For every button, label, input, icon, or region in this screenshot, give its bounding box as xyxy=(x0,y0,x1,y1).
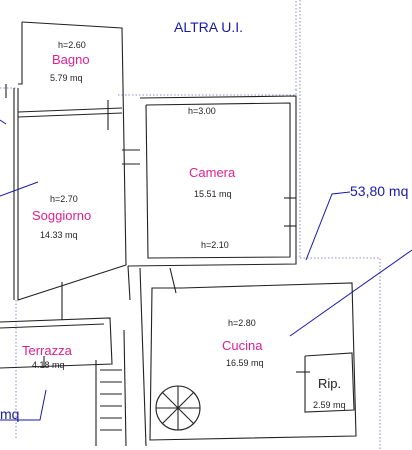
soggiorno-name: Soggiorno xyxy=(32,208,92,223)
interior-walls xyxy=(0,21,357,447)
ripostiglio-area: 2.59 mq xyxy=(313,400,346,410)
camera-height-top: h=3.00 xyxy=(188,106,216,116)
cucina-height: h=2.80 xyxy=(228,318,256,328)
soggiorno-area: 14.33 mq xyxy=(40,230,78,240)
bagno-area: 5.79 mq xyxy=(50,73,83,83)
terrazza-name: Terrazza xyxy=(22,343,72,358)
total-area-right: 53,80 mq xyxy=(350,183,409,199)
bagno-height: h=2.60 xyxy=(58,40,86,50)
cucina-name: Cucina xyxy=(222,338,263,353)
other-unit-label: ALTRA U.I. xyxy=(174,19,243,35)
ripostiglio-name: Rip. xyxy=(318,376,342,391)
camera-height-bottom: h=2.10 xyxy=(201,240,229,250)
camera-name: Camera xyxy=(189,165,236,180)
terrazza-area: 4.18 mq xyxy=(32,360,65,370)
area-leader-lines xyxy=(0,119,412,421)
bagno-name: Bagno xyxy=(52,52,90,67)
cucina-area: 16.59 mq xyxy=(226,358,264,368)
camera-area: 15.51 mq xyxy=(194,189,232,199)
soggiorno-height: h=2.70 xyxy=(50,194,78,204)
total-area-left-fragment: mq xyxy=(0,406,20,422)
outer-boundary-dotted xyxy=(0,0,381,450)
